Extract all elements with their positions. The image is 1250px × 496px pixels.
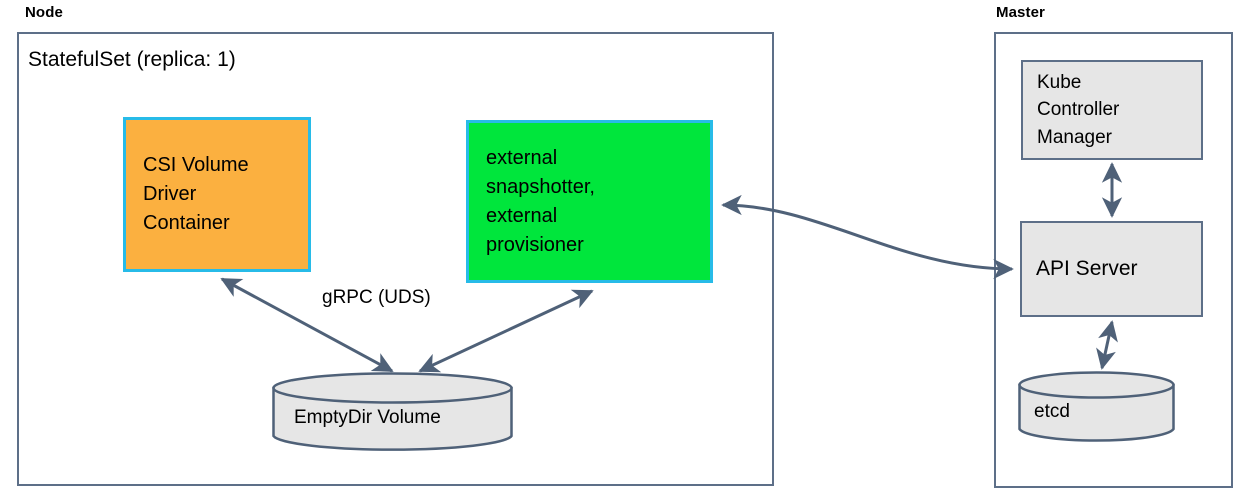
node-csi-volume-driver-container[interactable]: CSI Volume Driver Container xyxy=(123,117,311,272)
emptydir-cylinder-shape xyxy=(272,372,513,451)
etcd-cylinder-shape xyxy=(1018,371,1175,442)
node-csi-volume-driver-container-label: CSI Volume Driver Container xyxy=(143,154,249,234)
node-kube-controller-manager[interactable]: Kube Controller Manager xyxy=(1021,60,1203,160)
node-emptydir-volume[interactable]: EmptyDir Volume xyxy=(272,372,513,452)
node-etcd-label: etcd xyxy=(1034,401,1070,422)
node-api-server-label: API Server xyxy=(1036,256,1138,280)
zone-caption-master: Master xyxy=(996,4,1045,21)
node-external-sidecars-label: external snapshotter, external provision… xyxy=(486,146,595,256)
edge-label-grpc-uds: gRPC (UDS) xyxy=(322,287,431,308)
statefulset-title: StatefulSet (replica: 1) xyxy=(28,48,236,71)
node-emptydir-volume-label: EmptyDir Volume xyxy=(294,407,441,428)
zone-caption-node: Node xyxy=(25,4,63,21)
node-kube-controller-manager-label: Kube Controller Manager xyxy=(1037,71,1120,148)
node-external-sidecars[interactable]: external snapshotter, external provision… xyxy=(466,120,713,283)
node-etcd[interactable]: etcd xyxy=(1018,371,1175,443)
node-api-server[interactable]: API Server xyxy=(1020,221,1203,317)
